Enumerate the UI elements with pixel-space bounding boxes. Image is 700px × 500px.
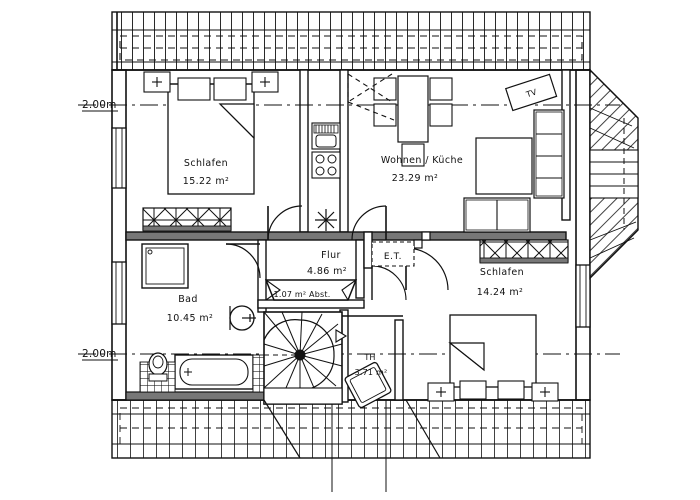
room-area-schlafen-right: 14.24 m² <box>477 287 523 298</box>
dormer-bay-right <box>589 68 639 280</box>
room-area-schlafen-left: 15.22 m² <box>183 176 229 187</box>
dimension-label-upper: 2.00m <box>82 99 117 111</box>
room-area-bad: 10.45 m² <box>167 313 213 324</box>
abstellraum-outline: 1.07 m² Abst. <box>264 279 358 301</box>
room-label-schlafen-left: Schlafen <box>184 158 228 169</box>
sill-boxes-left-bedroom <box>142 207 232 232</box>
abstellraum-label: 1.07 m² Abst. <box>274 290 331 299</box>
dining-table <box>397 75 429 143</box>
roof-band-top <box>111 11 591 71</box>
sill-boxes-right-bedroom <box>479 239 569 264</box>
roof-band-bottom <box>111 399 591 459</box>
roof-hip-lines <box>263 399 441 459</box>
room-label-technikraum: TH <box>363 353 375 362</box>
room-labels: Schlafen 15.22 m² Wohnen / Küche 23.29 m… <box>167 155 524 377</box>
door-bath[interactable] <box>225 243 261 279</box>
nightstand-right-a <box>427 382 455 402</box>
roof-slope-dashed-left <box>347 73 395 121</box>
toilet <box>148 352 168 382</box>
stove-cooktop <box>311 151 341 179</box>
window-right <box>575 264 591 328</box>
dining-chairs <box>373 77 453 167</box>
room-label-flur: Flur <box>321 250 341 261</box>
room-label-wohnen-kueche: Wohnen / Küche <box>381 155 463 166</box>
nightstand-left-a <box>143 71 171 93</box>
bathtub <box>174 354 254 390</box>
ceiling-light-kitchen <box>315 209 337 231</box>
room-area-flur: 4.86 m² <box>307 266 347 277</box>
door-technikraum[interactable] <box>371 265 407 301</box>
door-left-bedroom[interactable] <box>267 205 303 241</box>
et-label: E.T. <box>384 252 402 262</box>
room-label-bad: Bad <box>178 294 198 305</box>
armchair <box>344 361 392 409</box>
window-left-lower <box>111 261 127 325</box>
door-kitchen[interactable] <box>351 205 387 241</box>
interior-walls <box>125 69 571 403</box>
nightstand-left-b <box>251 71 279 93</box>
washbasin <box>229 305 256 331</box>
coffee-table <box>475 137 533 195</box>
staircase <box>263 311 348 405</box>
bed-left <box>167 77 255 195</box>
room-area-wohnen-kueche: 23.29 m² <box>392 173 438 184</box>
room-area-technikraum: 3.71 m² <box>355 368 388 377</box>
tv-label: TV <box>524 87 538 99</box>
kitchen-sink <box>311 122 341 150</box>
tv-box: TV <box>504 73 558 112</box>
window-left-upper <box>111 127 127 189</box>
room-label-schlafen-right: Schlafen <box>480 267 524 278</box>
bed-right <box>448 314 537 400</box>
shelving-unit <box>533 109 565 199</box>
et-box: E.T. <box>371 241 415 267</box>
shower-tray <box>141 243 189 289</box>
nightstand-right-b <box>531 382 559 402</box>
sofa <box>463 197 531 233</box>
dimension-label-lower: 2.00m <box>82 348 117 360</box>
